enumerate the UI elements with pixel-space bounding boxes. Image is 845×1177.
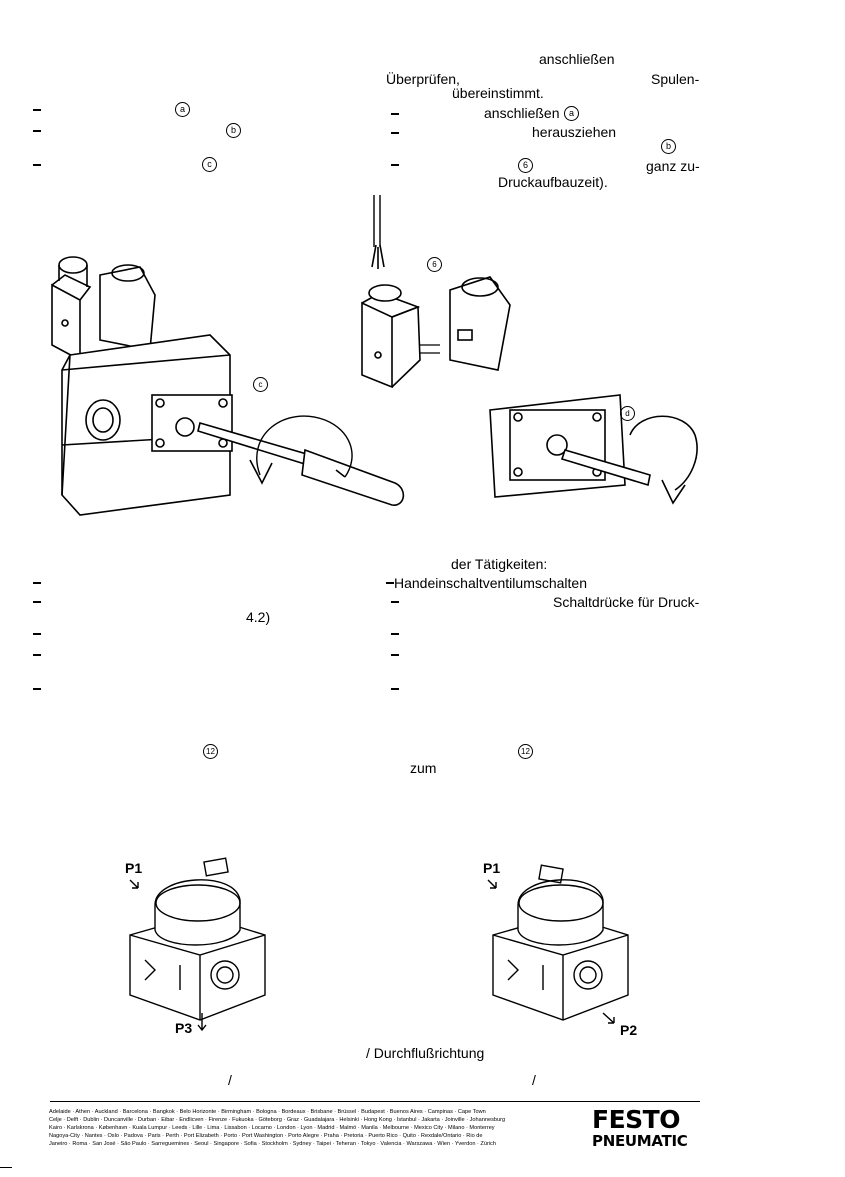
cities-line: Kairo · Karlskrona · København · Kuala L… bbox=[49, 1125, 495, 1131]
svg-text:P3: P3 bbox=[175, 1020, 192, 1035]
bullet bbox=[391, 132, 399, 134]
bullet bbox=[33, 164, 41, 166]
callout-marker: c bbox=[253, 377, 268, 392]
bullet bbox=[33, 633, 41, 635]
top-right-item1-word: anschließen bbox=[484, 105, 560, 121]
cities-line: Nagoya-City · Nantes · Oslo · Padova · P… bbox=[49, 1133, 483, 1139]
slash: / bbox=[228, 1072, 232, 1088]
slash: / bbox=[532, 1072, 536, 1088]
festo-logo-subtitle: PNEUMATIC bbox=[592, 1132, 688, 1150]
mid-right-item1: Handeinschaltventilumschalten bbox=[394, 575, 587, 591]
bullet bbox=[391, 113, 399, 115]
bullet bbox=[386, 582, 394, 584]
mid-heading: der Tätigkeiten: bbox=[451, 556, 548, 572]
bullet bbox=[33, 130, 41, 132]
page-edge-mark bbox=[0, 1167, 12, 1168]
mid-left-ref: 4.2) bbox=[246, 609, 271, 625]
top-right-item2-word: herausziehen bbox=[532, 124, 617, 140]
callout-marker: 12 bbox=[203, 744, 218, 759]
mid-right-word: zum bbox=[410, 760, 437, 776]
cities-line: Adelaide · Athen · Auckland · Barcelona … bbox=[49, 1109, 486, 1115]
bullet bbox=[33, 654, 41, 656]
label-p1: P1 bbox=[125, 860, 142, 876]
festo-logo: FESTO bbox=[592, 1105, 680, 1134]
cities-line: Janeiro · Roma · San José · São Paulo · … bbox=[49, 1141, 496, 1147]
callout-marker: a bbox=[564, 106, 579, 121]
bullet bbox=[391, 164, 399, 166]
bullet bbox=[33, 601, 41, 603]
top-right-item3-right: ganz zu- bbox=[646, 158, 700, 174]
bullet bbox=[391, 601, 399, 603]
footer-cities: Adelaide · Athen · Auckland · Barcelona … bbox=[49, 1108, 505, 1148]
bullet bbox=[33, 582, 41, 584]
bullet bbox=[33, 109, 41, 111]
top-right-item3-line2: Druckaufbauzeit). bbox=[498, 174, 608, 190]
top-right-line2-right: Spulen- bbox=[651, 71, 700, 87]
valve-right-illustration: P1 P2 bbox=[483, 860, 637, 1035]
top-right-line1-word: anschließen bbox=[539, 51, 615, 67]
bottom-caption: / Durchflußrichtung bbox=[366, 1045, 485, 1061]
top-right-line3: übereinstimmt. bbox=[452, 85, 544, 101]
svg-text:P1: P1 bbox=[483, 860, 500, 876]
mid-right-item2: Schaltdrücke für Druck- bbox=[553, 594, 700, 610]
bullet bbox=[391, 654, 399, 656]
top-right-line2-left: Überprüfen, bbox=[386, 71, 460, 87]
callout-marker: b bbox=[226, 123, 241, 138]
callout-marker: b bbox=[661, 139, 676, 154]
svg-text:P2: P2 bbox=[620, 1022, 637, 1035]
valve-left-illustration: P1 P3 bbox=[125, 857, 266, 1035]
callout-marker: 6 bbox=[518, 158, 533, 173]
bullet bbox=[391, 688, 399, 690]
footer-rule bbox=[50, 1101, 700, 1102]
valve-adjustment-illustration bbox=[51, 256, 405, 516]
callout-marker: 6 bbox=[427, 257, 442, 272]
callout-marker: d bbox=[620, 406, 635, 421]
callout-marker: 12 bbox=[518, 744, 533, 759]
bullet bbox=[33, 688, 41, 690]
bullet bbox=[391, 633, 399, 635]
callout-marker: c bbox=[202, 157, 217, 172]
cities-line: Celje · Delft · Dublin · Duncanville · D… bbox=[49, 1117, 506, 1123]
coil-removal-illustration bbox=[361, 195, 698, 505]
callout-marker: a bbox=[175, 102, 190, 117]
